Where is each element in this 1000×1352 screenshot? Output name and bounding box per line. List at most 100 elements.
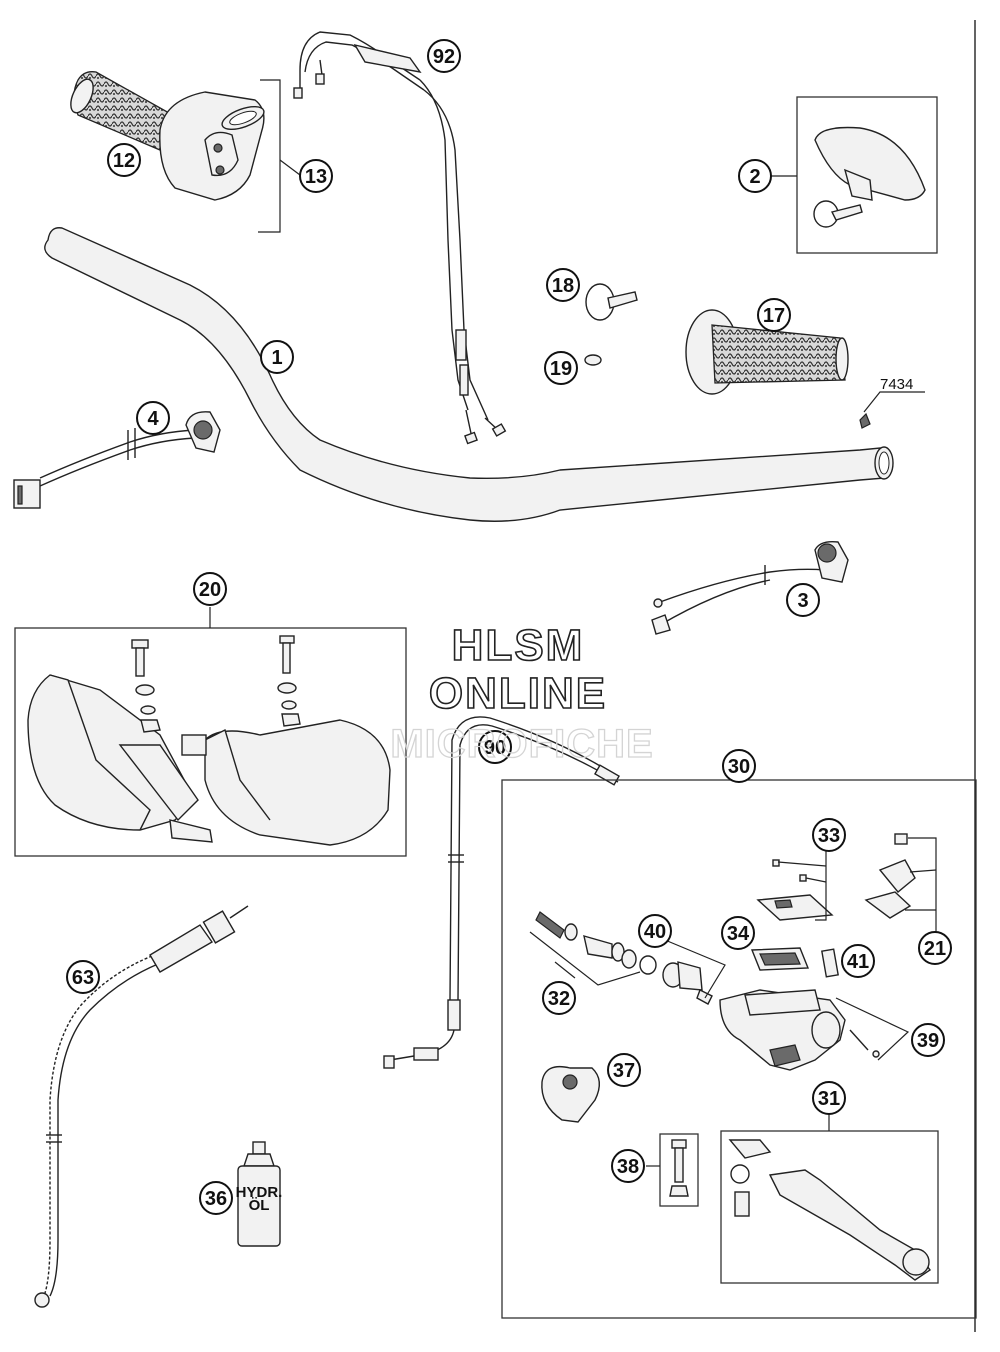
callout-label: 39 [917,1030,939,1052]
callout-label: 33 [818,825,840,847]
callout-4: 4 [136,401,170,435]
callout-circle [136,401,170,435]
callout-34: 34 [721,916,755,950]
callout-37: 37 [607,1053,641,1087]
callout-label: 90 [484,737,506,759]
callout-label: 2 [749,166,760,188]
callout-label: 12 [113,150,135,172]
callout-label: 1 [271,347,282,369]
callout-circle [107,143,141,177]
hydraulic-oil-bottle: HYDR. ÖL [236,1141,283,1247]
leader-32 [554,961,576,979]
callout-label: 3 [797,590,808,612]
lever-guard [541,1065,600,1123]
diaphragm [750,947,810,971]
handguard-bolt-right [277,635,301,727]
callout-3: 3 [786,583,820,617]
callout-circle [199,1181,233,1215]
callout-layer: 1234121317181920213031323334363738394041… [66,39,952,1215]
callout-circle [607,1053,641,1087]
callout-17: 17 [757,298,791,332]
callout-33: 33 [812,818,846,852]
callout-circle [911,1023,945,1057]
callout-circle [193,572,227,606]
callout-circle [722,749,756,783]
callout-30: 30 [722,749,756,783]
cable-clip [584,354,602,366]
leader-13 [279,159,301,176]
callout-circle [721,916,755,950]
callout-label: 20 [199,579,221,601]
hydraulic-line [34,905,249,1308]
callout-label: 32 [548,988,570,1010]
pivot-bolt [669,1139,689,1197]
callout-36: 36 [199,1181,233,1215]
callout-circle [812,818,846,852]
clutch-lever [728,1139,932,1281]
callout-circle [918,931,952,965]
master-cylinder [719,989,846,1071]
throttle-housing [159,91,265,201]
callout-1: 1 [260,340,294,374]
callout-circle [260,340,294,374]
callout-20: 20 [193,572,227,606]
callout-circle [812,1081,846,1115]
watermark-line3: MICROFICHE [390,722,653,766]
callout-circle [542,981,576,1015]
callout-19: 19 [544,351,578,385]
callout-circle [546,268,580,302]
callout-circle [841,944,875,978]
callout-circle [427,39,461,73]
cable-tie [585,283,638,321]
callout-label: 4 [147,408,159,430]
callout-label: 30 [728,756,750,778]
callout-21: 21 [918,931,952,965]
callout-label: 21 [924,938,946,960]
watermark-line1: HLSM [452,621,585,670]
dust-boot [662,961,713,1005]
leader-21a [909,869,937,873]
callout-label: 31 [818,1088,840,1110]
watermark-line2: ONLINE [429,669,607,718]
bracket-40 [664,939,726,999]
leader-33a [777,861,827,867]
callout-circle [738,159,772,193]
pushrod-39 [849,1029,880,1058]
bracket-21 [908,837,937,940]
callout-90: 90 [478,730,512,764]
callout-label: 40 [644,921,666,943]
end-cover [814,126,926,201]
callout-label: 36 [205,1188,227,1210]
bracket-33 [815,850,827,921]
callout-circle [299,159,333,193]
callout-circle [544,351,578,385]
throttle-grip [70,71,179,151]
callout-circle [638,914,672,948]
bottle-label-line1: HYDR. [236,1184,283,1201]
callout-18: 18 [546,268,580,302]
handlebar-clamp [864,833,916,919]
callout-39: 39 [911,1023,945,1057]
reservoir-cover [756,859,834,921]
callout-92: 92 [427,39,461,73]
callout-label: 92 [433,46,455,68]
callout-label: 18 [552,275,574,297]
handguard-bolt-left [131,639,161,733]
clutch-cable [383,716,620,1069]
callout-63: 63 [66,960,100,994]
throttle-cables [293,31,507,445]
handguard-left [27,674,213,843]
callout-label: 38 [617,1156,639,1178]
switch-3 [651,540,849,635]
callout-label: 13 [305,166,327,188]
callout-circle [757,298,791,332]
leader-33b [805,877,827,883]
callout-32: 32 [542,981,576,1015]
callout-label: 19 [550,358,572,380]
bottle-label-line2: ÖL [249,1197,270,1214]
callout-label: 63 [72,967,94,989]
kill-switch [13,411,221,509]
small-part-7434 [859,391,925,429]
callout-circle [66,960,100,994]
